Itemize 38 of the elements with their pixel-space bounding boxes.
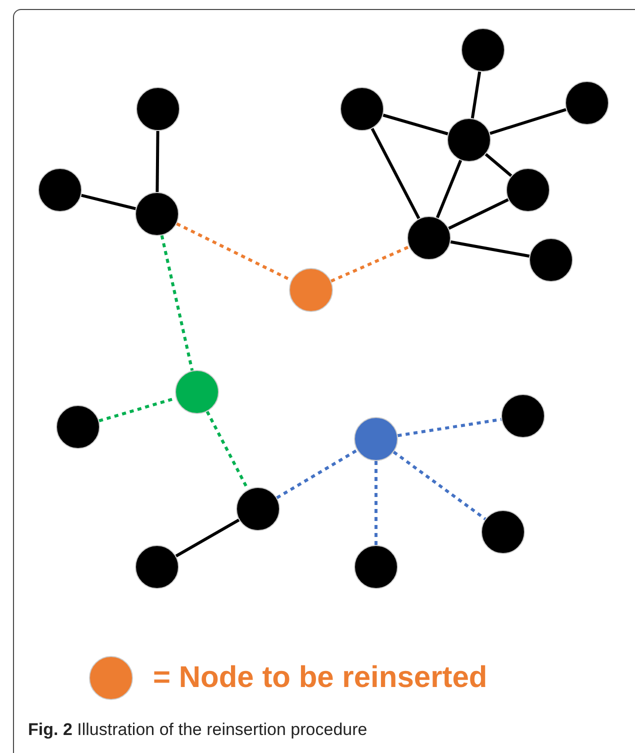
graph-node <box>481 510 525 554</box>
dashed-line <box>398 418 502 438</box>
graph-node <box>38 168 82 212</box>
graph-node <box>175 370 219 414</box>
graph-node <box>135 545 179 589</box>
connector-line <box>370 128 420 220</box>
dashed-line <box>374 461 378 545</box>
graph-node <box>447 118 491 162</box>
graph-node <box>565 81 609 125</box>
legend-text: = Node to be reinserted <box>153 660 488 696</box>
connector-line <box>448 198 509 230</box>
graph-node <box>236 487 280 531</box>
dashed-line <box>392 450 486 520</box>
dashed-line <box>276 448 358 500</box>
connector-line <box>484 153 512 177</box>
connector-line <box>436 160 462 218</box>
connector-line <box>470 72 482 118</box>
graph-node <box>354 545 398 589</box>
connector-line <box>175 518 240 558</box>
connector-line <box>156 130 160 192</box>
graph-node <box>136 87 180 131</box>
graph-node <box>289 268 333 312</box>
dashed-line <box>330 246 410 282</box>
graph-node <box>506 168 550 212</box>
connector-line <box>81 194 136 210</box>
graph-node <box>501 394 545 438</box>
graph-node <box>135 192 179 236</box>
graph-node <box>354 417 398 461</box>
graph-node <box>407 216 451 260</box>
graph-node <box>56 405 100 449</box>
connector-line <box>450 240 530 258</box>
connector-line <box>490 108 566 135</box>
figure-caption: Fig. 2 Illustration of the reinsertion procedure <box>28 719 368 741</box>
graph-node <box>529 238 573 282</box>
graph-node <box>461 28 505 72</box>
connector-line <box>382 114 448 136</box>
graph-node <box>340 87 384 131</box>
dashed-line <box>160 235 194 371</box>
